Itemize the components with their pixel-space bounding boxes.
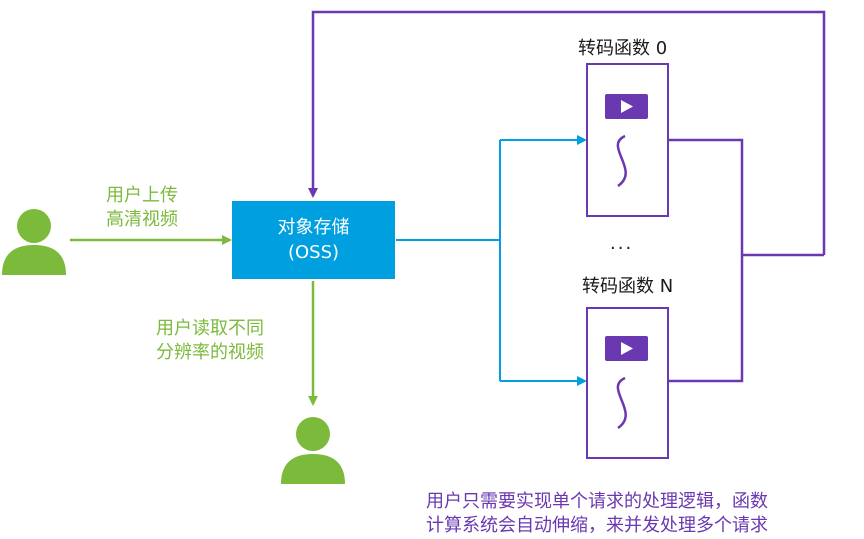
oss-subtitle: (OSS) — [287, 242, 340, 263]
oss-title: 对象存储 — [277, 217, 350, 238]
note-line2: 计算系统会自动伸缩，来并发处理多个请求 — [426, 515, 768, 536]
uploader-user-icon — [2, 209, 66, 275]
function-n-box — [586, 307, 669, 459]
wave-icon — [616, 134, 627, 188]
upload-label-line1: 用户上传 — [106, 185, 178, 206]
return-loop — [308, 10, 826, 383]
upload-label: 用户上传 高清视频 — [92, 184, 192, 232]
function-0-box — [586, 63, 669, 217]
oss-box: 对象存储 (OSS) — [232, 201, 395, 279]
read-label-line2: 分辨率的视频 — [156, 342, 264, 363]
note-line1: 用户只需要实现单个请求的处理逻辑，函数 — [426, 491, 768, 512]
trigger-lines — [396, 135, 587, 386]
function-n-title: 转码函数 N — [582, 276, 674, 297]
wave-icon — [616, 376, 627, 430]
function-0-title: 转码函数 0 — [578, 38, 668, 59]
reader-user-icon — [281, 417, 345, 484]
upload-label-line2: 高清视频 — [106, 209, 178, 230]
ellipsis: ... — [610, 233, 634, 254]
read-label: 用户读取不同 分辨率的视频 — [130, 317, 290, 365]
read-label-line1: 用户读取不同 — [156, 318, 264, 339]
